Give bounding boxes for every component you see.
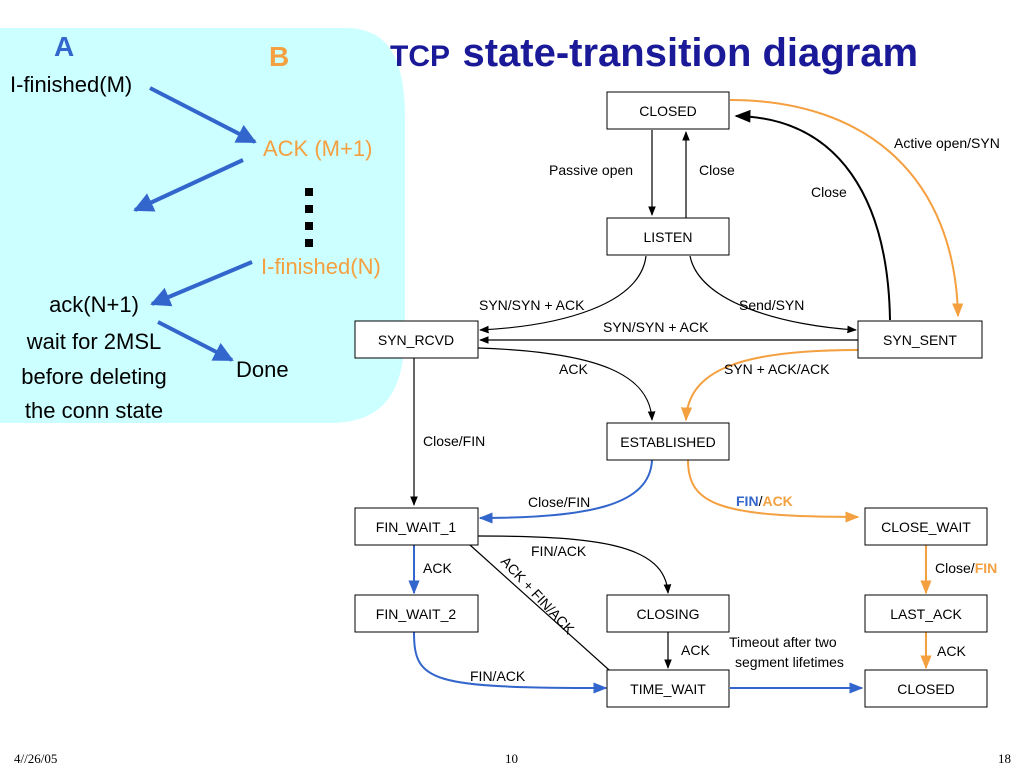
ack-n1-line-1: ack(N+1) xyxy=(49,292,139,317)
state-closed-bottom-label: CLOSED xyxy=(897,681,955,697)
side-arrow-finished-n xyxy=(150,260,253,307)
state-closed-top: CLOSED xyxy=(606,91,730,130)
footer-date: 4//26/05 xyxy=(14,751,57,766)
label-fin-ack-closing: FIN/ACK xyxy=(531,543,587,559)
footer-page: 18 xyxy=(998,751,1011,766)
title-main: state-transition diagram xyxy=(462,31,918,75)
finished-n-label: I-finished(N) xyxy=(261,254,381,279)
edge-listen-synrcvd xyxy=(479,255,647,334)
state-closed-top-label: CLOSED xyxy=(639,103,697,119)
state-syn-sent-label: SYN_SENT xyxy=(883,332,957,348)
label-close-synsent: Close xyxy=(811,184,847,200)
edge-established-finwait1 xyxy=(478,459,653,524)
label-slash: / xyxy=(759,493,763,509)
label-close-fin-left: Close/FIN xyxy=(423,433,485,449)
state-established: ESTABLISHED xyxy=(606,422,730,461)
state-time-wait: TIME_WAIT xyxy=(606,669,730,708)
state-close-wait: CLOSE_WAIT xyxy=(864,507,988,546)
ack-n1-line-2: wait for 2MSL xyxy=(26,329,162,354)
state-closed-bottom: CLOSED xyxy=(864,669,988,708)
state-last-ack-label: LAST_ACK xyxy=(890,606,962,622)
side-bubble xyxy=(0,28,405,423)
label-close-listen: Close xyxy=(699,162,735,178)
label-ack-fw1: ACK xyxy=(423,560,452,576)
state-listen-label: LISTEN xyxy=(643,229,692,245)
label-a: A xyxy=(54,31,74,62)
label-b: B xyxy=(269,41,289,72)
label-synack-ack: SYN + ACK/ACK xyxy=(724,361,830,377)
edge-finwait2-timewait xyxy=(413,631,608,694)
edge-finwait1-closing xyxy=(477,535,672,594)
state-closing-label: CLOSING xyxy=(636,606,699,622)
side-arrow-ack-back xyxy=(133,158,244,212)
finished-m-label: I-finished(M) xyxy=(10,72,132,97)
edge-listen-synsent xyxy=(689,255,857,334)
state-established-label: ESTABLISHED xyxy=(620,434,715,450)
edge-synsent-established xyxy=(680,349,859,422)
label-active-open: Active open/SYN xyxy=(894,135,1000,151)
footer-center: 10 xyxy=(505,751,518,766)
state-syn-sent: SYN_SENT xyxy=(857,320,983,359)
state-fin-wait-1: FIN_WAIT_1 xyxy=(354,507,479,546)
edge-active-open xyxy=(729,99,964,318)
label-send-syn: Send/SYN xyxy=(739,297,804,313)
label-timeout-line-2: segment lifetimes xyxy=(735,654,844,670)
side-arrow-done xyxy=(157,320,234,362)
ack-n1-line-4: the conn state xyxy=(25,398,163,423)
label-close-part: Close/ xyxy=(935,560,975,576)
ellipsis-dots xyxy=(305,188,313,247)
label-fin-ack-closewait: FIN/ACK xyxy=(736,493,793,509)
label-close-fin-est: Close/FIN xyxy=(528,494,590,510)
state-time-wait-label: TIME_WAIT xyxy=(630,681,706,697)
label-ack-rcvd: ACK xyxy=(559,361,588,377)
edge-established-closewait xyxy=(687,459,860,523)
label-syn-synack-mid: SYN/SYN + ACK xyxy=(603,319,709,335)
label-fin-close-wait: FIN xyxy=(975,560,998,576)
state-syn-rcvd: SYN_RCVD xyxy=(354,320,479,359)
label-fin-part: FIN xyxy=(736,493,759,509)
state-syn-rcvd-label: SYN_RCVD xyxy=(378,332,454,348)
label-passive-open: Passive open xyxy=(549,162,633,178)
label-ack-fin-ack: ACK + FIN/ACK xyxy=(498,553,578,638)
page-title: TCP state-transition diagram xyxy=(390,31,918,75)
state-closing: CLOSING xyxy=(606,594,730,633)
ack-n1-line-3: before deleting xyxy=(21,364,167,389)
label-timeout-line-1: Timeout after two xyxy=(729,634,837,650)
label-syn-synack-left: SYN/SYN + ACK xyxy=(479,297,585,313)
state-listen: LISTEN xyxy=(606,217,730,256)
edge-finwait1-timewait xyxy=(469,544,619,679)
title-prefix: TCP xyxy=(390,40,450,73)
done-label: Done xyxy=(236,357,289,382)
edge-synrcvd-established xyxy=(477,347,656,421)
label-close-fin-cw: Close/FIN xyxy=(935,560,997,576)
ack-m1-label: ACK (M+1) xyxy=(263,136,372,161)
state-fin-wait-1-label: FIN_WAIT_1 xyxy=(376,519,457,535)
label-ack-last: ACK xyxy=(937,643,966,659)
side-arrow-finished-to-ack xyxy=(149,86,257,144)
state-fin-wait-2: FIN_WAIT_2 xyxy=(354,594,479,633)
edge-close-synsent xyxy=(734,109,891,321)
label-ack-part: ACK xyxy=(762,493,792,509)
state-last-ack: LAST_ACK xyxy=(864,594,988,633)
label-fin-ack-fw2: FIN/ACK xyxy=(470,668,526,684)
state-close-wait-label: CLOSE_WAIT xyxy=(881,519,971,535)
label-ack-closing: ACK xyxy=(681,642,710,658)
state-fin-wait-2-label: FIN_WAIT_2 xyxy=(376,606,457,622)
